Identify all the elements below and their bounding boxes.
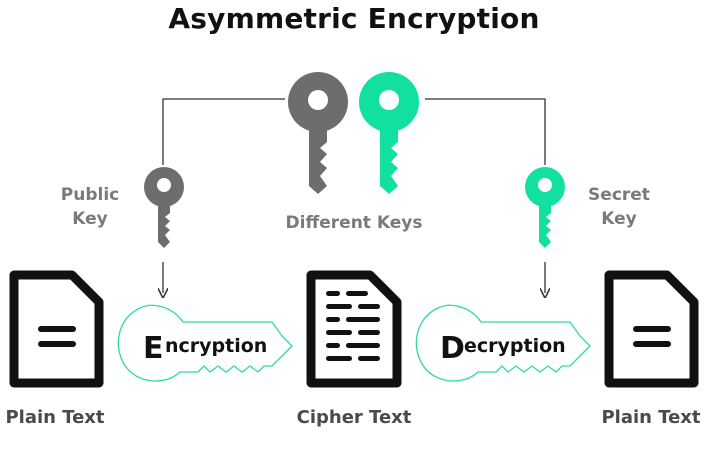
secret-key-label: Secret Key — [569, 183, 669, 231]
decryption-rest: ecryption — [464, 335, 566, 357]
connector-lines — [162, 98, 546, 293]
plain-text-right-label: Plain Text — [601, 407, 701, 428]
cipher-text-document-icon — [306, 270, 402, 388]
different-keys-label: Different Keys — [285, 213, 423, 233]
decryption-initial: D — [440, 331, 465, 366]
public-key-label: Public Key — [40, 183, 140, 231]
cipher-text-label: Cipher Text — [296, 407, 412, 428]
public-key-icon — [144, 167, 184, 248]
secret-key-icon — [525, 167, 565, 248]
gray-key-icon — [288, 72, 348, 194]
plain-text-left-label: Plain Text — [5, 407, 105, 428]
green-key-icon — [359, 72, 419, 194]
diagram-title: Asymmetric Encryption — [168, 2, 540, 35]
encryption-key-outline — [117, 304, 293, 382]
plain-text-document-right-icon — [604, 270, 699, 388]
public-key-label-line2: Key — [72, 209, 108, 229]
secret-key-label-line2: Key — [601, 209, 637, 229]
encryption-rest: ncryption — [165, 335, 267, 357]
right-connector — [425, 98, 546, 165]
secret-key-label-line1: Secret — [588, 185, 650, 205]
encryption-initial: E — [143, 331, 164, 366]
plain-text-document-left-icon — [9, 270, 104, 388]
left-connector — [162, 98, 285, 165]
public-key-label-line1: Public — [60, 185, 120, 205]
decryption-key-outline — [415, 304, 591, 382]
